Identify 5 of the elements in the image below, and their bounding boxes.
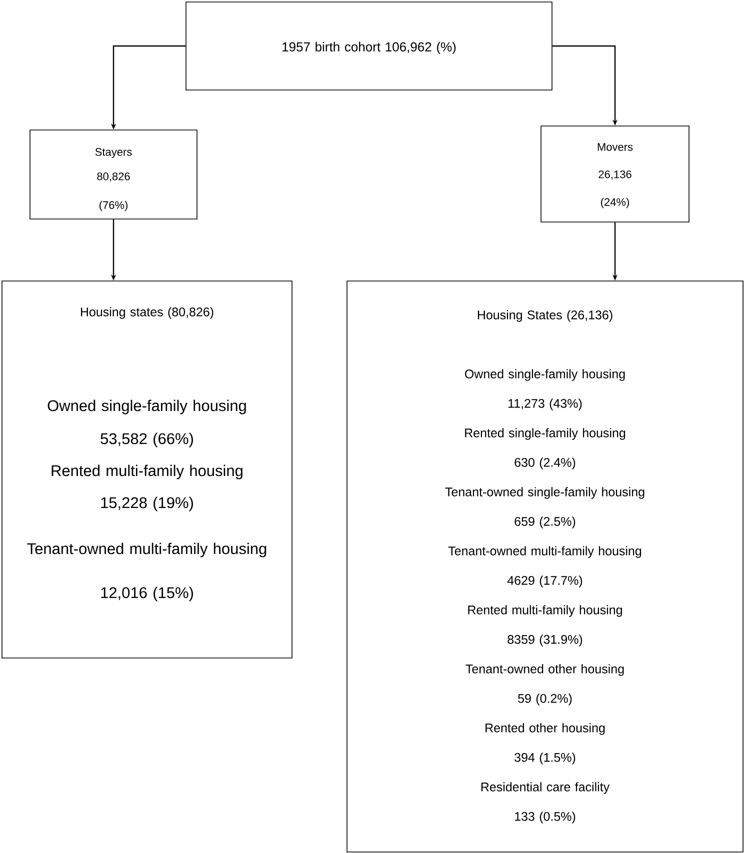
group-box: Movers 26,136 (24%) xyxy=(540,126,690,222)
housing-box: Housing states (80,826) Owned single-family housing 53,582 (66%) Rented multi-family housing 15,228 (19%) Tenant-owned multi-family housing 12,016 (15%) xyxy=(2,280,292,658)
cohort-box: 1957 birth cohort 106,962 (%) xyxy=(186,2,552,90)
housing-box: Housing States (26,136) Owned single-family housing 11,273 (43%) Rented single-family housing 630 (2.4%) Tenant-owned single-family housing 659 (2.5%) Tenant-owned multi-family housing 4629 (17.7%) Rented multi-family housing 8359 (31.9%) Tenant-owned other housing 59 (0.2%) Rented other housing 394 (1.5%) Residential care facility 133 (0.5%) xyxy=(346,280,744,852)
group-box: Stayers 80,826 (76%) xyxy=(30,130,198,220)
